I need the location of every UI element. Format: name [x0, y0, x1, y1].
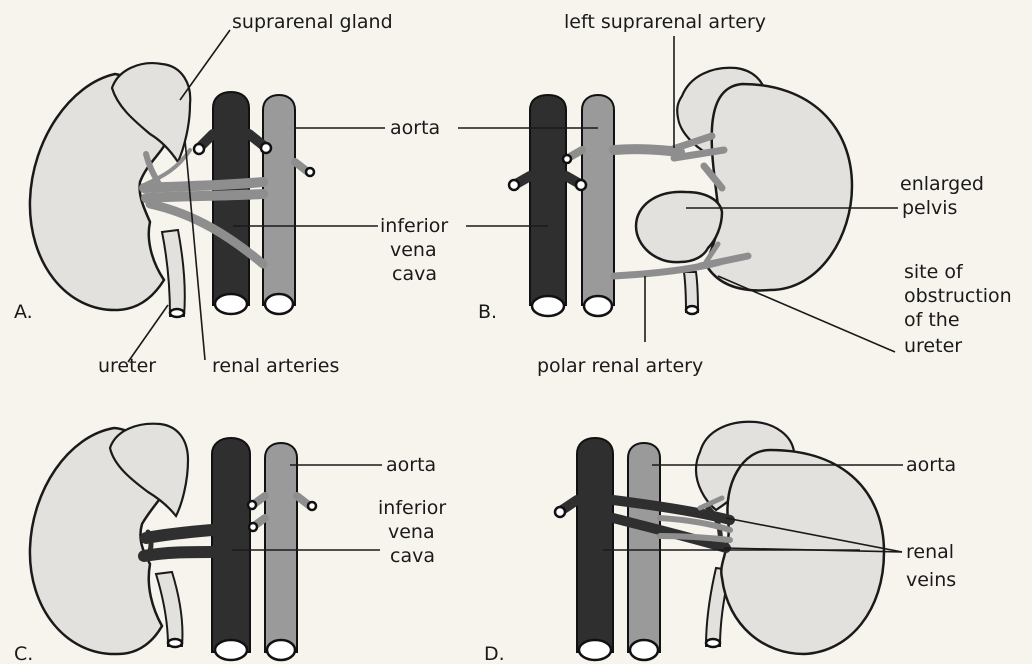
- label-inferior-c: inferior: [378, 497, 446, 519]
- label-inferior-a: inferior: [380, 215, 448, 237]
- label-site-of: site of: [904, 261, 964, 283]
- label-ureter-a: ureter: [98, 355, 156, 377]
- label-pelvis: pelvis: [902, 197, 957, 219]
- panel-d: aorta renal veins D.: [484, 422, 956, 664]
- ureter-opening-a: [170, 309, 184, 317]
- panel-c: aorta inferior vena cava C.: [14, 424, 446, 664]
- ivc-c: [212, 438, 250, 652]
- label-aorta-c: aorta: [386, 454, 436, 476]
- panel-letter-a: A.: [14, 301, 33, 323]
- label-cava-c: cava: [390, 545, 435, 567]
- aorta-a: [263, 95, 295, 305]
- label-of-the: of the: [904, 309, 960, 331]
- label-veins-d: veins: [906, 569, 956, 591]
- aorta-b: [582, 95, 614, 305]
- panel-letter-d: D.: [484, 643, 505, 664]
- panel-letter-b: B.: [478, 301, 497, 323]
- aorta-c: [265, 443, 297, 652]
- label-enlarged: enlarged: [900, 173, 984, 195]
- label-renal-d: renal: [906, 541, 954, 563]
- enlarged-pelvis: [636, 192, 722, 262]
- label-left-suprarenal-artery: left suprarenal artery: [564, 11, 766, 33]
- label-aorta-a: aorta: [390, 117, 440, 139]
- label-polar-renal-artery: polar renal artery: [537, 355, 703, 377]
- kidney-d: [721, 450, 884, 654]
- label-renal-arteries: renal arteries: [212, 355, 339, 377]
- ureter-c: [156, 572, 183, 646]
- label-suprarenal-gland: suprarenal gland: [232, 11, 393, 33]
- ureter-a: [162, 230, 185, 316]
- label-aorta-d: aorta: [906, 454, 956, 476]
- panel-a: suprarenal gland aorta inferior vena cav…: [14, 11, 448, 377]
- label-vena-c: vena: [388, 521, 435, 543]
- ivc-b: [530, 95, 566, 305]
- label-cava-a: cava: [392, 263, 437, 285]
- label-ureter-b: ureter: [904, 335, 962, 357]
- label-obstruction: obstruction: [904, 285, 1012, 307]
- label-vena-a: vena: [390, 239, 437, 261]
- ivc-d: [577, 438, 613, 652]
- panel-b: left suprarenal artery enlarged pelvis s…: [458, 11, 1012, 377]
- panel-letter-c: C.: [14, 643, 33, 664]
- aorta-d: [628, 443, 660, 652]
